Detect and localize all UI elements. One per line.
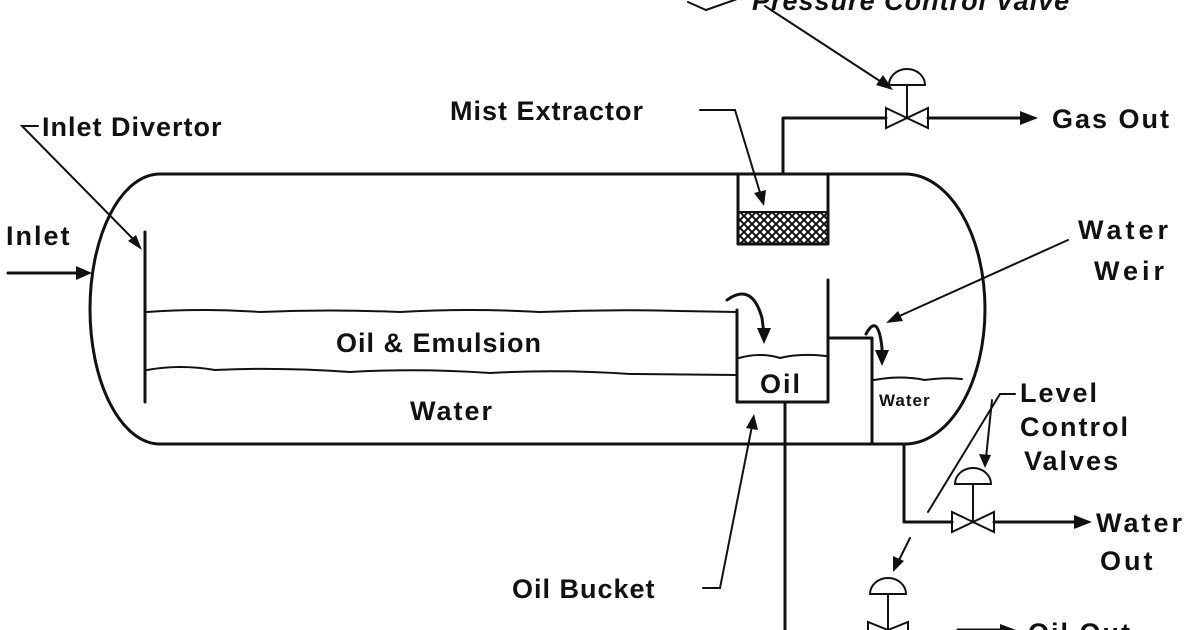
- water-out-label-line1: Water: [1096, 508, 1185, 538]
- water-weir-label-line2: Weir: [1094, 256, 1168, 286]
- water-main-label: Water: [410, 396, 494, 426]
- water-right-label: Water: [879, 391, 931, 410]
- mist-extractor-mesh: [737, 211, 829, 245]
- oil-bucket-label: Oil Bucket: [512, 574, 656, 604]
- oil-level-control-leader: [897, 537, 911, 563]
- oil-water-interface-line: [146, 366, 738, 376]
- water-out-arrow-head: [1074, 515, 1092, 529]
- oil-emulsion-label: Oil & Emulsion: [336, 328, 542, 358]
- inlet-label: Inlet: [6, 221, 72, 251]
- pressure-control-valve: [885, 68, 929, 130]
- inlet-divertor-label: Inlet Divertor: [42, 112, 223, 142]
- pressure-control-valve-leader-tail: [687, 0, 738, 12]
- gas-out-label: Gas Out: [1052, 104, 1171, 134]
- oil-level-control-valve: [867, 577, 909, 630]
- level-control-leader-b-head: [979, 454, 991, 468]
- level-control-label-line1: Level: [1020, 378, 1099, 408]
- inlet-divertor-leader-head: [128, 235, 142, 250]
- water-outlet-pipe: [902, 442, 954, 524]
- water-weir-leader: [894, 239, 1069, 319]
- oil-out-arrow-head: [1000, 624, 1016, 630]
- oil-bucket-surface: [738, 353, 827, 360]
- mist-extractor-leader-head: [754, 190, 766, 206]
- oil-bucket: [735, 278, 830, 404]
- oil-out-label: Oil Out: [1028, 618, 1132, 630]
- water-weir-label-line1: Water: [1078, 215, 1172, 245]
- inlet-arrow-head: [76, 266, 92, 280]
- mist-extractor-label: Mist Extractor: [450, 96, 644, 126]
- mist-extractor-leader: [699, 109, 762, 197]
- oil-bucket-leader: [702, 425, 753, 589]
- level-control-leader-a: [927, 393, 1016, 513]
- water-weir-overflow-arrow: [864, 324, 884, 358]
- water-weir: [828, 336, 874, 446]
- oil-level-control-leader-head: [893, 556, 904, 572]
- water-weir-overflow-arrow-head: [875, 350, 889, 366]
- level-control-label-line2: Control: [1020, 412, 1130, 442]
- pressure-control-valve-label: Pressure Control Valve: [752, 0, 1070, 16]
- level-control-leader-b: [985, 399, 993, 459]
- inlet-divertor-leader: [19, 125, 139, 245]
- oil-overflow-arrow-head: [757, 328, 771, 344]
- gas-out-arrow-head: [1020, 111, 1038, 125]
- water-out-label-line2: Out: [1100, 546, 1156, 576]
- oil-label: Oil: [760, 369, 802, 399]
- separator-vessel: [88, 172, 987, 446]
- oil-surface-line: [146, 309, 738, 314]
- water-weir-leader-head: [886, 311, 903, 323]
- oil-bucket-leader-head: [746, 414, 758, 430]
- water-level-control-valve: [951, 467, 995, 534]
- mist-extractor-box: [736, 172, 830, 246]
- pressure-control-valve-leader-head: [876, 75, 893, 90]
- oil-overflow-arrow: [725, 292, 766, 336]
- pressure-control-valve-leader: [764, 5, 887, 86]
- gas-outlet-pipe: [781, 116, 888, 176]
- level-control-label-line3: Valves: [1024, 446, 1120, 476]
- water-compartment-surface: [873, 376, 963, 382]
